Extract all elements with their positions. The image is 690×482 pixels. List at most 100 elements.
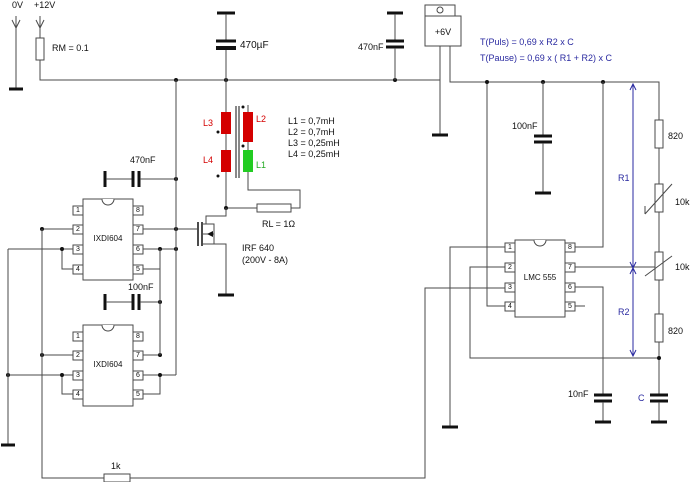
ic2-pin-label: 8 — [136, 333, 140, 340]
mosfet-q1: IRF 640 (200V - 8A) — [197, 208, 288, 297]
dimension-arrow-icon — [629, 266, 637, 275]
ic3-pin-label: 3 — [508, 284, 512, 291]
label-mosfet-spec: (200V - 8A) — [242, 255, 288, 265]
ic3-pin-label: 4 — [508, 303, 512, 310]
wire-load — [247, 172, 301, 209]
wire-555-ground — [449, 246, 505, 426]
wire — [143, 249, 161, 270]
ic1-pin-label: 6 — [136, 246, 140, 253]
polarity-dot — [216, 130, 220, 134]
wire — [143, 375, 161, 395]
ic2-pin-label: 3 — [76, 372, 80, 379]
resistor-820-bot — [654, 313, 664, 343]
ic2-pin-label: 1 — [76, 333, 80, 340]
rail-6v — [449, 46, 660, 120]
wire — [61, 375, 73, 395]
junction — [485, 80, 489, 84]
ic1-pin-label: 7 — [136, 226, 140, 233]
label-470uf: 470µF — [240, 40, 269, 51]
ic3-pin — [504, 282, 516, 293]
wire-input — [41, 229, 104, 479]
timer-ic3: LMC 555 1 2 3 4 8 7 6 5 — [442, 80, 661, 429]
formula-t-pause: T(Pause) = 0,69 x ( R1 + R2) x C — [480, 53, 613, 63]
ic1-pin-label: 8 — [136, 207, 140, 214]
ic2-notch — [101, 324, 115, 332]
dimension-arrow-icon — [629, 82, 637, 91]
timing-network: 820 10k 10k 820 C R1 R2 — [618, 82, 690, 424]
junction — [60, 373, 64, 377]
ic1-pin-label: 5 — [136, 266, 140, 273]
ic3-pin-label: 5 — [568, 303, 572, 310]
ic1-notch — [101, 198, 115, 206]
label-470nf-top: 470nF — [358, 42, 384, 52]
cap-470u-plate — [216, 46, 236, 50]
ic3-pin-label: 8 — [568, 244, 572, 251]
ic3-notch — [533, 239, 547, 247]
ic1-pin-label: 1 — [76, 207, 80, 214]
label-10nf: 10nF — [568, 389, 589, 399]
value-l4: L4 = 0,25mH — [288, 149, 340, 159]
label-pot-10k-1: 10k — [675, 197, 690, 207]
value-l3: L3 = 0,25mH — [288, 138, 340, 148]
label-470nf-driver: 470nF — [130, 155, 156, 165]
label-820-top: 820 — [668, 131, 683, 141]
wire — [61, 249, 73, 270]
label-mosfet: IRF 640 — [242, 243, 274, 253]
label-100nf-driver: 100nF — [128, 282, 154, 292]
ic3-pin-label: 6 — [568, 284, 572, 291]
ic3-body — [514, 239, 566, 318]
ic2-pin-label: 6 — [136, 372, 140, 379]
wire-555-output — [130, 287, 505, 479]
ic2-pin-label: 4 — [76, 391, 80, 398]
label-l2: L2 — [256, 114, 266, 124]
wire-control — [575, 286, 604, 394]
ic2-pin — [72, 331, 84, 342]
label-l1: L1 — [256, 160, 266, 170]
wire-vcc — [575, 82, 604, 248]
ic1-pin-label: 4 — [76, 266, 80, 273]
pot-wiper-icon — [644, 255, 673, 277]
formula-t-puls: T(Puls) = 0,69 x R2 x C — [480, 37, 574, 47]
polarity-dot — [216, 174, 220, 178]
value-l2: L2 = 0,7mH — [288, 127, 335, 137]
label-100nf-555: 100nF — [512, 121, 538, 131]
label-l4: L4 — [203, 155, 213, 165]
dimension-arrow-icon — [629, 349, 637, 358]
wire-drain — [205, 208, 227, 224]
inductor-l4 — [221, 150, 231, 172]
pot-wiper-icon — [644, 183, 673, 215]
driver-ic1: IXDI604 1 2 3 4 8 7 6 5 470nF — [8, 155, 198, 281]
junction — [60, 247, 64, 251]
inductor-l1 — [243, 150, 253, 172]
ic1-name: IXDI604 — [94, 234, 123, 243]
wire — [202, 223, 215, 245]
ic1-body — [82, 198, 134, 281]
ic3-pin-label: 2 — [508, 264, 512, 271]
polarity-dot — [241, 144, 245, 148]
mosfet-arrow-icon — [207, 231, 213, 237]
label-12v: +12V — [34, 0, 55, 10]
junction — [158, 373, 162, 377]
resistor-rl — [256, 203, 292, 213]
junction — [657, 356, 661, 360]
wire-reset — [486, 82, 505, 307]
inductor-l3 — [221, 112, 231, 134]
resistor-1k — [103, 473, 131, 482]
label-rl: RL = 1Ω — [262, 219, 295, 229]
label-820-bot: 820 — [668, 326, 683, 336]
wire-source — [214, 243, 227, 294]
regulator-body — [424, 15, 462, 47]
ic2-pin — [132, 331, 144, 342]
label-pot-10k-2: 10k — [675, 262, 690, 272]
ic3-pin-label: 7 — [568, 264, 572, 271]
arrow-0v-icon — [11, 19, 21, 30]
ic2-name: IXDI604 — [94, 360, 123, 369]
label-c: C — [638, 393, 645, 403]
polarity-dot — [241, 105, 245, 109]
ic1-pin — [132, 205, 144, 216]
ic2-pin-label: 5 — [136, 391, 140, 398]
supply-section: 0V +12V RM = 0.1 470µF 470nF +6V — [9, 0, 660, 137]
driver-ic2: IXDI604 1 2 3 4 8 7 6 5 100nF — [6, 282, 176, 407]
label-r1: R1 — [618, 173, 630, 183]
